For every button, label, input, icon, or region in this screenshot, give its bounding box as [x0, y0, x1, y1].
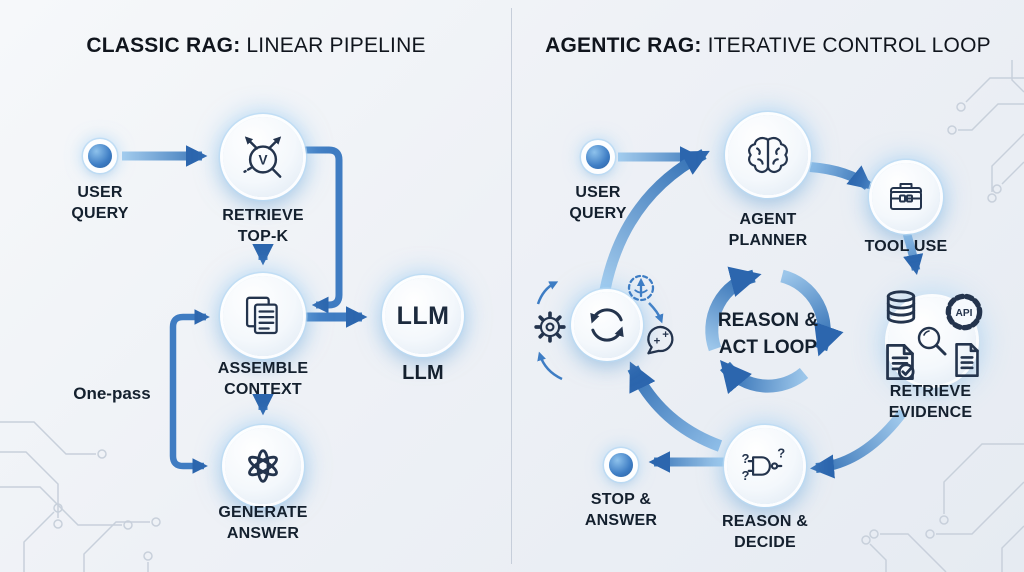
openai-icon — [248, 449, 278, 483]
plus-1: + — [654, 336, 661, 348]
qmark-3: ? — [777, 445, 785, 460]
llm-label: LLM — [402, 362, 444, 384]
stop-answer-label: STOP & ANSWER — [584, 491, 658, 530]
llm-node: LLM — [385, 278, 461, 354]
bubble-plus-icon: + + — [647, 325, 674, 355]
left-title: CLASSIC RAG:LINEAR PIPELINE — [0, 34, 512, 58]
assemble-context-node — [223, 276, 303, 356]
user-query-label: USER QUERY — [71, 184, 129, 223]
left-title-bold: CLASSIC RAG: — [86, 34, 241, 57]
plus-2: + — [662, 329, 669, 341]
retrieve-topk-label: RETRIEVE TOP-K — [222, 207, 304, 246]
retrieve-topk-node: V — [223, 117, 303, 197]
loop-arc-right — [780, 269, 844, 357]
vector-letter: V — [258, 152, 267, 167]
brain-icon — [748, 136, 788, 174]
doc-icon — [955, 343, 979, 377]
update-orbit-icon — [627, 274, 655, 302]
reason-act-loop-label: REASON & ACT LOOP — [713, 308, 823, 362]
api-gear-icon: API — [945, 293, 983, 331]
retrieve-evidence-label: RETRIEVE EVIDENCE — [888, 383, 973, 422]
qmark-1: ? — [742, 451, 750, 466]
right-connectors — [536, 146, 924, 479]
user-query-node — [88, 144, 112, 168]
tool-use-node — [872, 163, 940, 231]
left-title-rest: LINEAR PIPELINE — [246, 34, 426, 57]
gear-icon — [534, 311, 566, 343]
generate-answer-node — [225, 428, 301, 504]
loop-arc-bottom — [719, 360, 809, 394]
tool-use-label: TOOL USE — [864, 238, 948, 255]
arrow-refine-to-planner — [599, 149, 710, 292]
database-icon — [886, 290, 916, 324]
reason-decide-label: REASON & DECIDE — [721, 513, 809, 552]
qmark-2: ? — [742, 468, 750, 483]
right-title-bold: AGENTIC RAG: — [545, 34, 702, 57]
magnifier-icon — [917, 326, 947, 356]
generate-answer-label: GENERATE ANSWER — [218, 504, 308, 543]
vector-search-icon: V — [243, 136, 282, 178]
right-title-rest: ITERATIVE CONTROL LOOP — [707, 34, 991, 57]
circuit-traces-bottom-right — [861, 443, 1024, 572]
refine-satellite-arrows — [536, 281, 664, 381]
circuit-traces-bottom-left — [0, 421, 161, 572]
elbow-retrieve-to-assemble — [303, 146, 343, 314]
arrow-planner-to-tooluse — [809, 162, 873, 191]
refine-cycle-node — [574, 292, 640, 358]
left-connectors — [122, 145, 368, 474]
panel-divider — [511, 8, 512, 564]
loop-label-line2: ACT LOOP — [718, 336, 818, 358]
circuit-traces-top-right — [947, 60, 1024, 203]
assemble-context-label: ASSEMBLE CONTEXT — [217, 360, 309, 399]
arrow-reason-to-refine — [627, 361, 723, 452]
one-pass-bracket — [169, 313, 208, 474]
agent-planner-node — [728, 115, 808, 195]
right-title: AGENTIC RAG:ITERATIVE CONTROL LOOP — [512, 34, 1024, 58]
llm-node-text: LLM — [396, 301, 450, 330]
doc-check-icon — [886, 344, 915, 380]
api-badge-text: API — [956, 308, 973, 319]
stop-answer-node — [609, 453, 633, 477]
user-query-node-right — [586, 145, 610, 169]
documents-icon — [245, 296, 278, 335]
agent-planner-label: AGENT PLANNER — [728, 211, 808, 250]
loop-label-line1: REASON & — [717, 310, 819, 331]
one-pass-annotation: One-pass — [73, 384, 151, 403]
arrow-tooluse-to-evidence — [902, 232, 924, 276]
user-query-label-right: USER QUERY — [569, 184, 627, 223]
cycle-icon — [590, 308, 624, 342]
logic-gate-icon: ? ? ? — [742, 445, 786, 483]
loop-arc-left — [705, 266, 762, 352]
reason-decide-node: ? ? ? — [727, 428, 803, 504]
arrow-evidence-to-reason — [810, 408, 907, 479]
toolbox-icon — [890, 183, 922, 210]
